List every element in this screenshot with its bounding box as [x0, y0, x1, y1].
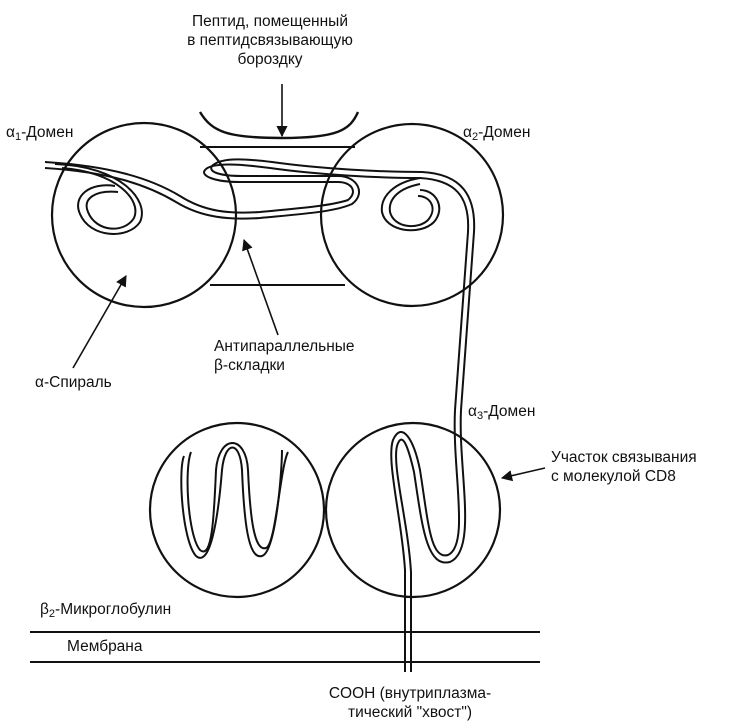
peptide-label: Пептид, помещенный в пептидсвязывающую б… [140, 12, 400, 69]
cd8-label-line1: Участок связывания [551, 448, 697, 467]
cooh-label-line2: тический "хвост") [290, 703, 530, 722]
peptide-curve [200, 112, 358, 138]
cooh-label-line1: COOH (внутриплазма- [290, 684, 530, 703]
alpha2-domain-label: α2-Домен [463, 123, 530, 147]
alpha3-domain-label: α3-Домен [468, 402, 535, 426]
alpha3-domain-circle [326, 423, 500, 597]
b2-microglobulin-label: β2-Микроглобулин [40, 600, 171, 624]
peptide-label-line1: Пептид, помещенный [140, 12, 400, 31]
antiparallel-label: Антипараллельные β-складки [214, 337, 355, 375]
antiparallel-label-line2: β-складки [214, 356, 355, 375]
antiparallel-arrow [244, 240, 278, 335]
membrane-label: Мембрана [67, 637, 143, 656]
cd8-binding-label: Участок связывания с молекулой CD8 [551, 448, 697, 486]
b2m-chain [181, 443, 288, 558]
alpha-helix-label: α-Спираль [35, 373, 112, 392]
peptide-label-line3: бороздку [140, 50, 400, 69]
cooh-label: COOH (внутриплазма- тический "хвост") [290, 684, 530, 722]
alpha2-domain-circle [321, 124, 503, 306]
cd8-arrow [502, 468, 545, 478]
alpha1-domain-label: α1-Домен [6, 123, 73, 147]
alpha-helix-arrow [73, 276, 126, 368]
cd8-label-line2: с молекулой CD8 [551, 467, 697, 486]
peptide-label-line2: в пептидсвязывающую [140, 31, 400, 50]
antiparallel-label-line1: Антипараллельные [214, 337, 355, 356]
